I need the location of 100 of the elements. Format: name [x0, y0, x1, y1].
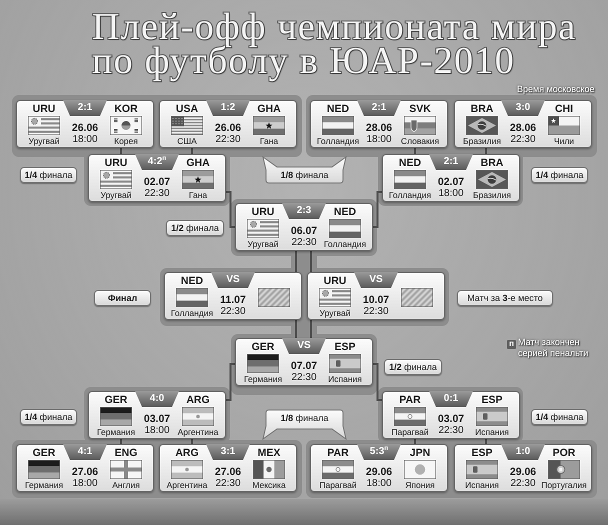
- team-code: URU: [32, 103, 56, 115]
- kickoff-time: 22:30: [438, 425, 464, 437]
- kickoff-time: 22:30: [144, 188, 170, 200]
- team-code: GER: [252, 341, 274, 353]
- team-code: NED: [398, 157, 422, 169]
- team-code: URU: [252, 206, 274, 218]
- score-tab: 2:1: [429, 154, 473, 170]
- country-name: Голландия: [170, 308, 214, 318]
- page-title: Плей-офф чемпионата мира по футболу в ЮАР-2010: [92, 10, 578, 84]
- match-date: 27.06: [214, 466, 242, 478]
- match-card: [382, 391, 520, 439]
- team-code: PAR: [327, 447, 349, 459]
- match-card: [164, 272, 302, 320]
- bracket-connector: [310, 320, 312, 338]
- score-tab: VS: [211, 272, 255, 288]
- footnote-marker: п: [507, 340, 516, 349]
- team-code: BRA: [470, 103, 494, 115]
- time-zone-note: Время московское: [517, 84, 595, 94]
- match-card: [159, 100, 297, 148]
- kickoff-time: 18:00: [72, 134, 98, 146]
- country-name: Голландия: [316, 136, 360, 146]
- match-card: [454, 444, 592, 492]
- kickoff-time: 22:30: [510, 134, 536, 146]
- team-code: GER: [104, 394, 128, 406]
- match-card: [310, 444, 448, 492]
- match-date: 29.06: [366, 466, 392, 478]
- speech-bubble: [262, 409, 347, 440]
- kickoff-time: 22:30: [510, 478, 536, 490]
- team-code: NED: [180, 275, 204, 287]
- match-card: [88, 154, 226, 202]
- score-tab: 3:1: [206, 444, 250, 460]
- bracket-connector: [226, 363, 235, 401]
- kickoff-time: 22:30: [215, 478, 241, 490]
- bracket-connector: [120, 439, 122, 444]
- match-date: 02.07: [438, 176, 464, 188]
- team-code: URU: [324, 275, 346, 287]
- kickoff-time: 22:30: [291, 372, 317, 384]
- team-code: GHA: [186, 157, 210, 169]
- score-tab: 4:0: [135, 391, 179, 407]
- stage-label: Матч за 3-е место: [457, 290, 553, 306]
- match-date: 27.06: [72, 466, 98, 478]
- bracket-connector: [191, 148, 193, 154]
- team-code: SVK: [409, 103, 431, 115]
- kickoff-time: 22:30: [291, 237, 317, 249]
- match-card: [16, 444, 154, 492]
- stage-label: Финал: [94, 290, 151, 306]
- stage-label: 1/2 финала: [166, 220, 224, 236]
- match-date: 26.06: [214, 122, 242, 134]
- match-card: [16, 100, 154, 148]
- bracket-connector: [120, 148, 122, 154]
- country-name: Словакия: [400, 136, 440, 146]
- country-name: Бразилия: [473, 190, 511, 200]
- country-name: Португалия: [541, 480, 587, 490]
- score-tab: 2:1: [63, 100, 107, 116]
- country-name: Парагвай: [391, 427, 429, 437]
- country-name: Англия: [112, 480, 140, 490]
- country-name: Бразилия: [463, 136, 501, 146]
- match-date: 26.06: [72, 122, 98, 134]
- country-name: Голландия: [324, 239, 366, 249]
- country-name: Испания: [475, 427, 509, 437]
- team-code: BRA: [480, 157, 504, 169]
- match-date: 28.06: [510, 122, 536, 134]
- country-name: Германия: [24, 480, 64, 490]
- score-tab: 2:3: [282, 203, 326, 219]
- team-code: ESP: [482, 394, 502, 406]
- stage-label: 1/4 финала: [531, 167, 588, 183]
- match-card: [235, 203, 373, 251]
- score-tab: 2:1: [357, 100, 401, 116]
- kickoff-time: 18:00: [366, 134, 392, 146]
- bracket-connector: [414, 148, 416, 154]
- team-code: ARG: [186, 394, 210, 406]
- score-tab: 4:1: [63, 444, 107, 460]
- stage-label: 1/4 финала: [531, 409, 588, 425]
- country-name: Испания: [465, 480, 499, 490]
- speech-bubble: [262, 156, 347, 184]
- bracket-connector: [295, 251, 297, 272]
- stage-label: 1/8 финала: [280, 169, 328, 181]
- kickoff-time: 22:30: [363, 306, 389, 318]
- kickoff-time: 22:30: [220, 306, 246, 318]
- score-tab: 1:2: [206, 100, 250, 116]
- stage-label: 1/8 финала: [280, 412, 328, 424]
- country-name: Уругвай: [248, 239, 278, 249]
- score-tab: 5:3$^{п}$: [357, 444, 401, 460]
- score-tab: VS: [282, 338, 326, 354]
- score-tab: VS: [354, 272, 398, 288]
- match-card: [310, 100, 448, 148]
- kickoff-time: 18:00: [72, 478, 98, 490]
- team-code: ESP: [472, 447, 492, 459]
- country-name: Аргентина: [178, 427, 218, 437]
- country-name: Корея: [114, 136, 138, 146]
- country-name: Аргентина: [166, 480, 208, 490]
- country-name: Уругвай: [320, 308, 350, 318]
- match-card: [307, 272, 445, 320]
- match-date: 28.06: [366, 122, 392, 134]
- country-name: Парагвай: [319, 480, 357, 490]
- score-tab: 3:0: [501, 100, 545, 116]
- match-date: 03.07: [438, 413, 464, 425]
- kickoff-time: 18:00: [438, 188, 464, 200]
- country-name: Гана: [260, 136, 278, 146]
- country-name: Германия: [244, 374, 282, 384]
